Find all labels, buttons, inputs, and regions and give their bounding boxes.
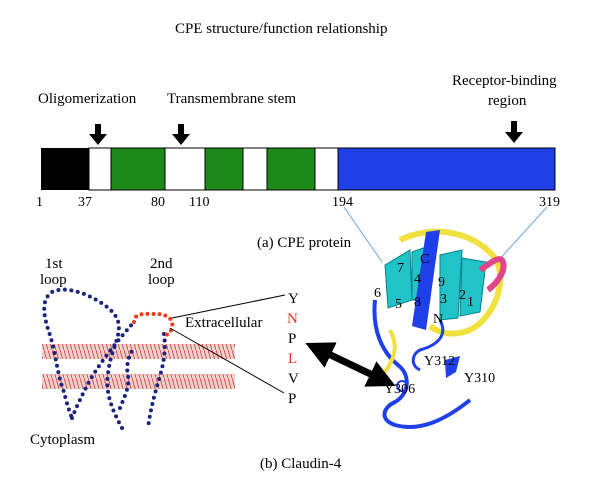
domain-white-4 (314, 147, 339, 191)
strand-label: 2 (459, 288, 466, 303)
claudin-label: (b) Claudin-4 (260, 456, 342, 472)
domain-white-3 (242, 147, 268, 191)
domain-green-2 (204, 147, 244, 191)
seq-letter-highlight: L (288, 351, 298, 367)
seq-letter: P (288, 391, 297, 407)
strand-label: 7 (397, 261, 404, 276)
loop1-label-line1: 1st (45, 256, 63, 272)
claudin-chain-3 (146, 332, 167, 430)
strand-label: 5 (395, 297, 402, 312)
extracellular-label: Extracellular (185, 315, 263, 331)
domain-green-3 (266, 147, 316, 191)
domain-white-1 (88, 147, 112, 191)
figure-title: CPE structure/function relationship (175, 21, 388, 37)
cpe-protein-structure (372, 228, 507, 430)
loop1-label-line2: loop (40, 272, 67, 288)
tick-1: 1 (36, 195, 43, 210)
domain-white-2 (164, 147, 206, 191)
claudin-chain-4 (118, 346, 136, 410)
loop2-label-line2: loop (148, 272, 175, 288)
tick-37: 37 (78, 195, 92, 210)
oligomerization-label: Oligomerization (38, 91, 137, 107)
membrane-upper (42, 344, 235, 359)
seq-letter-highlight: N (287, 311, 298, 327)
domain-black (41, 148, 89, 190)
seq-letter: V (288, 371, 299, 387)
seq-line-top (171, 294, 286, 319)
seq-letter: P (288, 331, 297, 347)
strand-label: 4 (414, 272, 421, 287)
arrow-receptor (505, 121, 523, 143)
tick-80: 80 (151, 195, 165, 210)
claudin-second-loop (132, 311, 175, 337)
residue-y310: Y310 (464, 371, 496, 386)
tick-319: 319 (539, 195, 560, 210)
arrow-transmembrane (172, 124, 190, 145)
membrane-lower (42, 374, 235, 389)
cpe-protein-label: (a) CPE protein (257, 235, 352, 251)
arrow-oligomerization (89, 124, 107, 145)
strand-label: 6 (374, 286, 381, 301)
loop2-label-line1: 2nd (150, 256, 173, 272)
residue-y306-ring (396, 380, 408, 392)
transmembrane-label: Transmembrane stem (167, 91, 297, 107)
interaction-arrow (305, 342, 396, 387)
connector-left (343, 206, 383, 263)
receptor-label-line1: Receptor-binding (452, 73, 557, 89)
cpe-domain-bar (41, 147, 556, 191)
domain-green-1 (110, 147, 166, 191)
strand-label: C (420, 252, 430, 267)
tick-194: 194 (332, 195, 353, 210)
strand-label: 1 (467, 295, 474, 310)
strand-label: 9 (438, 275, 445, 290)
tick-110: 110 (189, 195, 210, 210)
domain-blue (337, 147, 556, 191)
seq-letter: Y (288, 291, 299, 307)
strand-label: 3 (440, 292, 447, 307)
residue-y306: Y306 (384, 382, 416, 397)
cytoplasm-label: Cytoplasm (30, 432, 96, 448)
residue-y312: Y312 (424, 354, 456, 369)
strand-label: N (433, 312, 444, 327)
strand-label: 8 (414, 295, 421, 310)
receptor-label-line2: region (488, 93, 527, 109)
connector-right (496, 206, 548, 263)
claudin-chain-2 (70, 320, 136, 420)
seq-line-bottom (169, 327, 285, 394)
